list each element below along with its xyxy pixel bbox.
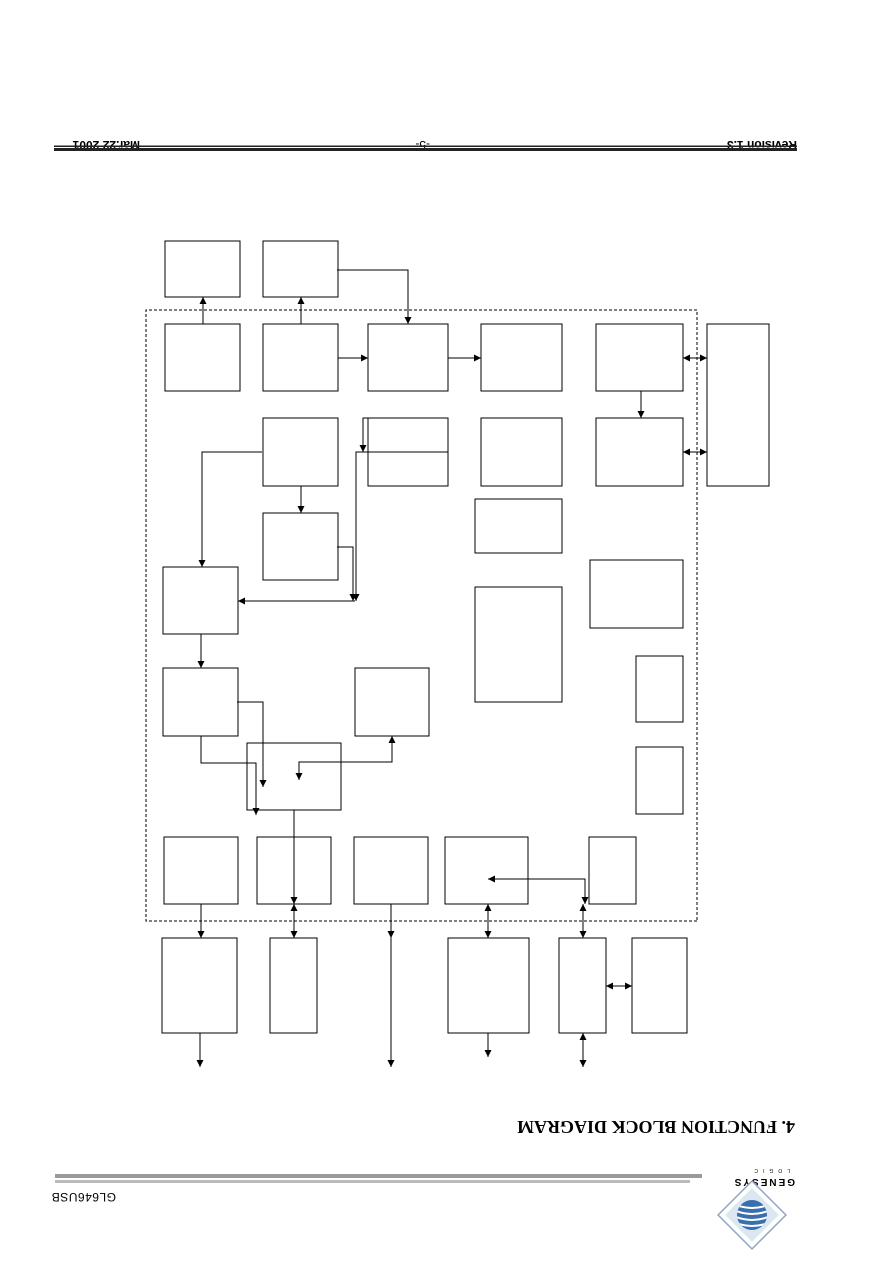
footer-rule: [55, 1174, 702, 1183]
block-inner-3: [367, 323, 449, 392]
block-external-2: [269, 937, 318, 1034]
block-inner-4: [480, 323, 563, 392]
block-external-3: [447, 937, 530, 1034]
block-inner-5: [595, 323, 684, 392]
block-left-1: [162, 566, 239, 635]
connectors: [196, 269, 707, 1067]
header-rule: [54, 145, 797, 151]
block-right-interface: [706, 323, 770, 487]
block-inner-10: [474, 498, 563, 554]
block-inner-17: [635, 746, 684, 815]
block-inner-21: [444, 836, 529, 905]
block-external-1: [161, 937, 238, 1034]
block-top-right-b: [262, 240, 339, 298]
chip-boundary: [145, 309, 698, 922]
block-inner-9: [595, 417, 684, 487]
block-inner-1: [164, 323, 241, 392]
block-inner-20: [353, 836, 429, 905]
block-inner-15: [635, 655, 684, 723]
block-inner-22: [588, 836, 637, 905]
block-left-2: [162, 667, 239, 737]
block-inner-6: [262, 417, 339, 487]
block-inner-2: [262, 323, 339, 392]
block-inner-14: [354, 667, 430, 737]
block-inner-16: [246, 742, 342, 811]
block-inner-12: [589, 559, 684, 629]
block-external-5: [631, 937, 688, 1034]
block-inner-13: [474, 586, 563, 703]
genesys-logo-icon: [716, 1179, 788, 1251]
block-external-4: [558, 937, 607, 1034]
block-inner-11: [262, 512, 339, 581]
block-top-right-a: [164, 240, 241, 298]
block-inner-8: [480, 417, 563, 487]
block-inner-18: [163, 836, 239, 905]
